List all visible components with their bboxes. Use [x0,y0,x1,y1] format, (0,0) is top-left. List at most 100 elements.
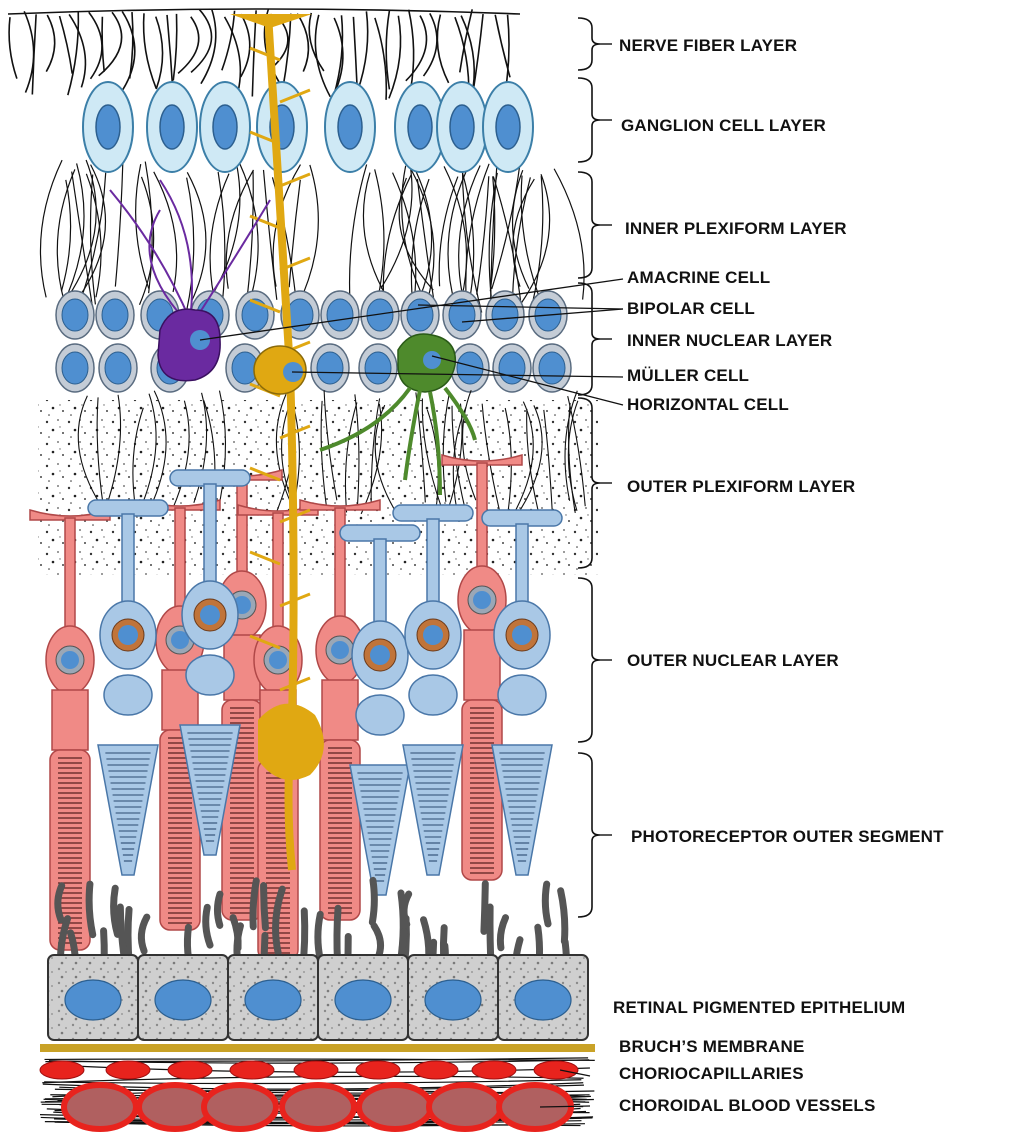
horizontal-nucleus [423,351,441,369]
microvillus [141,917,146,951]
cell-nucleus [492,299,518,331]
rpe-cell [318,955,408,1040]
cone-nucleus [512,625,532,645]
plexiform-fiber [410,168,434,304]
microvillus [545,884,548,924]
label-outer-plexiform-layer: OUTER PLEXIFORM LAYER [627,477,855,497]
cell-nucleus [407,299,433,331]
cone-nucleus [370,645,390,665]
choroidal-vessel [429,1085,501,1129]
rpe-nucleus [335,980,391,1020]
nerve-fiber [389,16,401,99]
nerve-fiber [315,15,330,97]
choriocapillary [106,1061,150,1079]
cone-axon [516,524,528,609]
inner-nuclear-cell [493,344,531,392]
plexiform-fiber [466,164,489,307]
choriocapillary [414,1061,458,1079]
cell-nucleus [242,299,268,331]
inner-nuclear-cell [56,291,94,339]
rod-nucleus [331,641,349,659]
plexiform-fiber [239,162,258,296]
choroidal-vessel [139,1085,211,1129]
nerve-fiber-top [8,9,520,14]
cell-nucleus [62,352,88,384]
nerve-fiber [297,14,308,72]
label-horizontal-cell: HORIZONTAL CELL [627,395,789,415]
label-bipolar-cell: BIPOLAR CELL [627,299,755,319]
nerve-fiber [191,10,211,73]
plexiform-fiber [298,165,319,306]
choriocapillary [230,1061,274,1079]
rod-axon [65,518,75,643]
ganglion-nucleus [450,105,474,149]
cell-nucleus [317,352,343,384]
ganglion-cell [83,82,133,172]
muller-branch [280,174,310,186]
nerve-fiber [9,17,17,78]
label-amacrine-cell: AMACRINE CELL [627,268,770,288]
inner-nuclear-cell [443,291,481,339]
amacrine-soma [158,309,220,381]
cone-nucleus [423,625,443,645]
cell-nucleus [105,352,131,384]
choroid [40,1044,595,1129]
inner-nuclear-cell [533,344,571,392]
microvillus [337,908,338,962]
cell-nucleus [62,299,88,331]
nerve-fiber [173,14,177,81]
plexiform-fiber [383,175,411,303]
cone-inner [356,695,404,735]
plexiform-fiber [521,176,543,308]
rpe-cells [48,880,588,1040]
cone-axon [204,484,216,589]
nerve-fiber [201,9,216,83]
choriocapillary [534,1061,578,1079]
label-choriocapillaries: CHORIOCAPILLARIES [619,1064,804,1084]
label-bruchs-membrane: BRUCH’S MEMBRANE [619,1037,804,1057]
ganglion-cell [200,82,250,172]
rpe-cell [498,955,588,1040]
nerve-fiber [102,17,104,72]
rpe-nucleus [155,980,211,1020]
rpe-nucleus [425,980,481,1020]
cone-axon [122,514,134,609]
cone-axon [427,519,439,609]
microvillus [561,891,565,942]
microvillus [206,907,210,945]
cone-nucleus [200,605,220,625]
nerve-fiber [437,15,448,83]
inner-nuclear-cell [311,344,349,392]
nerve-fiber [241,14,250,77]
nerve-fiber [375,18,386,100]
cell-nucleus [102,299,128,331]
ganglion-nucleus [496,105,520,149]
microvillus [58,886,62,920]
label-inner-nuclear-layer: INNER NUCLEAR LAYER [627,331,832,351]
plexiform-fiber [115,163,122,286]
muller-foot [258,704,324,780]
inner-nuclear-cell [99,344,137,392]
rod-nucleus [473,591,491,609]
ganglion-nucleus [338,105,362,149]
rod-axon [273,513,283,643]
rpe-cell [228,955,318,1040]
inner-nuclear-cell [56,344,94,392]
inner-nuclear-cell [361,291,399,339]
nerve-fiber [406,16,427,81]
bracket [578,18,600,70]
nerve-fiber [357,11,367,91]
nerve-fiber [353,17,357,87]
cone-axon [374,539,386,629]
rpe-nucleus [515,980,571,1020]
ganglion-nucleus [408,105,432,149]
nerve-fiber [178,17,199,74]
nerve-fiber [60,16,73,74]
ganglion-nucleus [160,105,184,149]
microvillus [253,881,256,927]
bracket [578,283,600,395]
microvillus [120,907,124,955]
rpe-nucleus [65,980,121,1020]
nerve-fiber [89,12,102,79]
